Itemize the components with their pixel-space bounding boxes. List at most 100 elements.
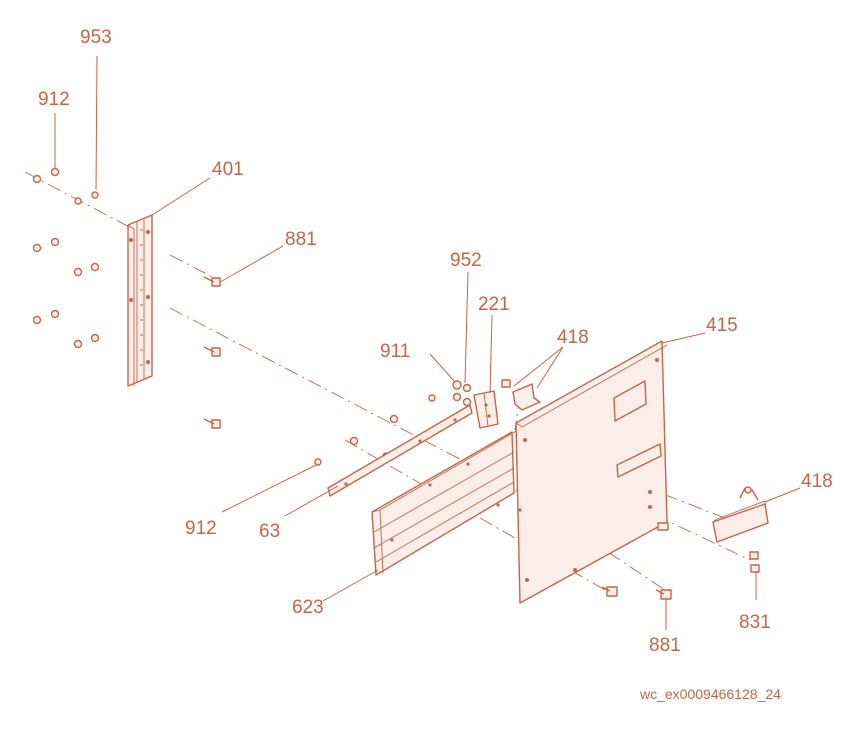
callout-952: 952 [450, 250, 482, 271]
plate-hole [573, 568, 577, 572]
plate-flange [515, 344, 668, 428]
callout-912-top: 912 [38, 89, 70, 110]
callout-221: 221 [478, 294, 510, 315]
bracket-hole [487, 414, 491, 418]
strip-body [327, 404, 473, 497]
plate-slot [616, 443, 662, 478]
washer-icon [50, 167, 60, 177]
leader-912-bottom [221, 463, 319, 513]
screws-left [203, 276, 221, 429]
handle-top [712, 500, 766, 523]
callout-623: 623 [292, 597, 324, 618]
leader-418-right [764, 487, 801, 503]
nut-icon [74, 197, 82, 205]
nut-icon [73, 267, 83, 277]
panel-hole [496, 503, 500, 507]
strip-hole [344, 482, 348, 486]
callout-labels: 953 912 401 881 952 221 418 415 911 418 … [38, 27, 833, 656]
leader-418-top-a [513, 346, 564, 387]
part-63-strip [327, 404, 473, 497]
part-221-bracket [473, 390, 499, 429]
bracket-hole [484, 403, 488, 407]
plate-hole [655, 358, 659, 362]
callout-418-top: 418 [557, 327, 589, 348]
callout-401: 401 [212, 159, 244, 180]
nut-icon [452, 380, 462, 390]
panel-hole [466, 462, 470, 466]
hardware-left-group [32, 167, 100, 349]
rail-hole [129, 298, 133, 302]
callout-911: 911 [380, 341, 410, 362]
washer-icon [90, 262, 100, 272]
washer-icon [462, 383, 472, 393]
panel-edge [371, 509, 384, 576]
plate-hole [648, 505, 652, 509]
nut-icon [32, 315, 42, 325]
axis-line [654, 514, 751, 561]
screw-icon [657, 522, 669, 531]
callout-912-bottom: 912 [185, 518, 217, 539]
nut-icon [349, 436, 359, 446]
washer-icon [50, 237, 60, 247]
callout-881-top: 881 [285, 229, 317, 250]
screw-icon [601, 586, 618, 597]
rail-hinge-knuckles [140, 229, 143, 366]
leader-953 [95, 55, 98, 191]
nut-icon [32, 243, 42, 253]
plate-hole [518, 508, 522, 512]
part-401-rail [127, 214, 153, 387]
screw-icon [203, 346, 221, 357]
washer-icon [462, 397, 472, 407]
leader-63 [284, 485, 339, 517]
handle-body [712, 503, 769, 543]
rail-hole [146, 230, 150, 234]
leader-415 [661, 332, 706, 344]
rail-flange [127, 224, 135, 386]
callout-418-right: 418 [801, 471, 833, 492]
leader-418-top-b [536, 346, 564, 389]
leader-881-top [221, 245, 284, 282]
rail-hole [146, 360, 150, 364]
leader-401 [151, 177, 211, 216]
leader-221 [489, 314, 493, 394]
hardware-middle [314, 380, 472, 466]
leader-952 [464, 271, 469, 384]
plate-hole [525, 578, 529, 582]
rail-channel [136, 219, 145, 383]
part-415-plate [515, 340, 669, 604]
screw-icon [501, 379, 511, 388]
screw-icon [203, 276, 221, 287]
panel-hole [428, 483, 432, 487]
washer-icon [90, 333, 100, 343]
bracket-fold [483, 392, 489, 427]
callout-831: 831 [739, 612, 771, 633]
part-418-top-clip [501, 379, 541, 411]
callout-63: 63 [259, 521, 280, 542]
screw-icon [203, 418, 221, 429]
part-623-panel [371, 429, 519, 576]
axis-line [169, 307, 501, 481]
panel-hole [390, 538, 394, 542]
plate-window [613, 380, 647, 422]
rail-hole [146, 295, 150, 299]
strip-hole [418, 439, 422, 443]
handle-pivot [744, 486, 752, 494]
nut-icon [32, 174, 42, 184]
axis-line [169, 254, 223, 283]
screws-bottom [601, 551, 760, 600]
callout-953: 953 [80, 27, 112, 48]
nut-icon [389, 414, 399, 424]
drawing-id: wc_ex0009466128_24 [639, 686, 781, 702]
part-418-handle [712, 486, 769, 543]
screw-icon [749, 551, 759, 560]
nut-icon [73, 339, 83, 349]
callout-415: 415 [706, 315, 738, 336]
washer-icon [314, 458, 322, 466]
axis-line [639, 484, 731, 521]
screw-icon [750, 564, 760, 573]
screw-icon [655, 589, 672, 600]
nut-icon [452, 392, 462, 402]
plate-hole [523, 438, 527, 442]
leader-lines [54, 55, 801, 630]
